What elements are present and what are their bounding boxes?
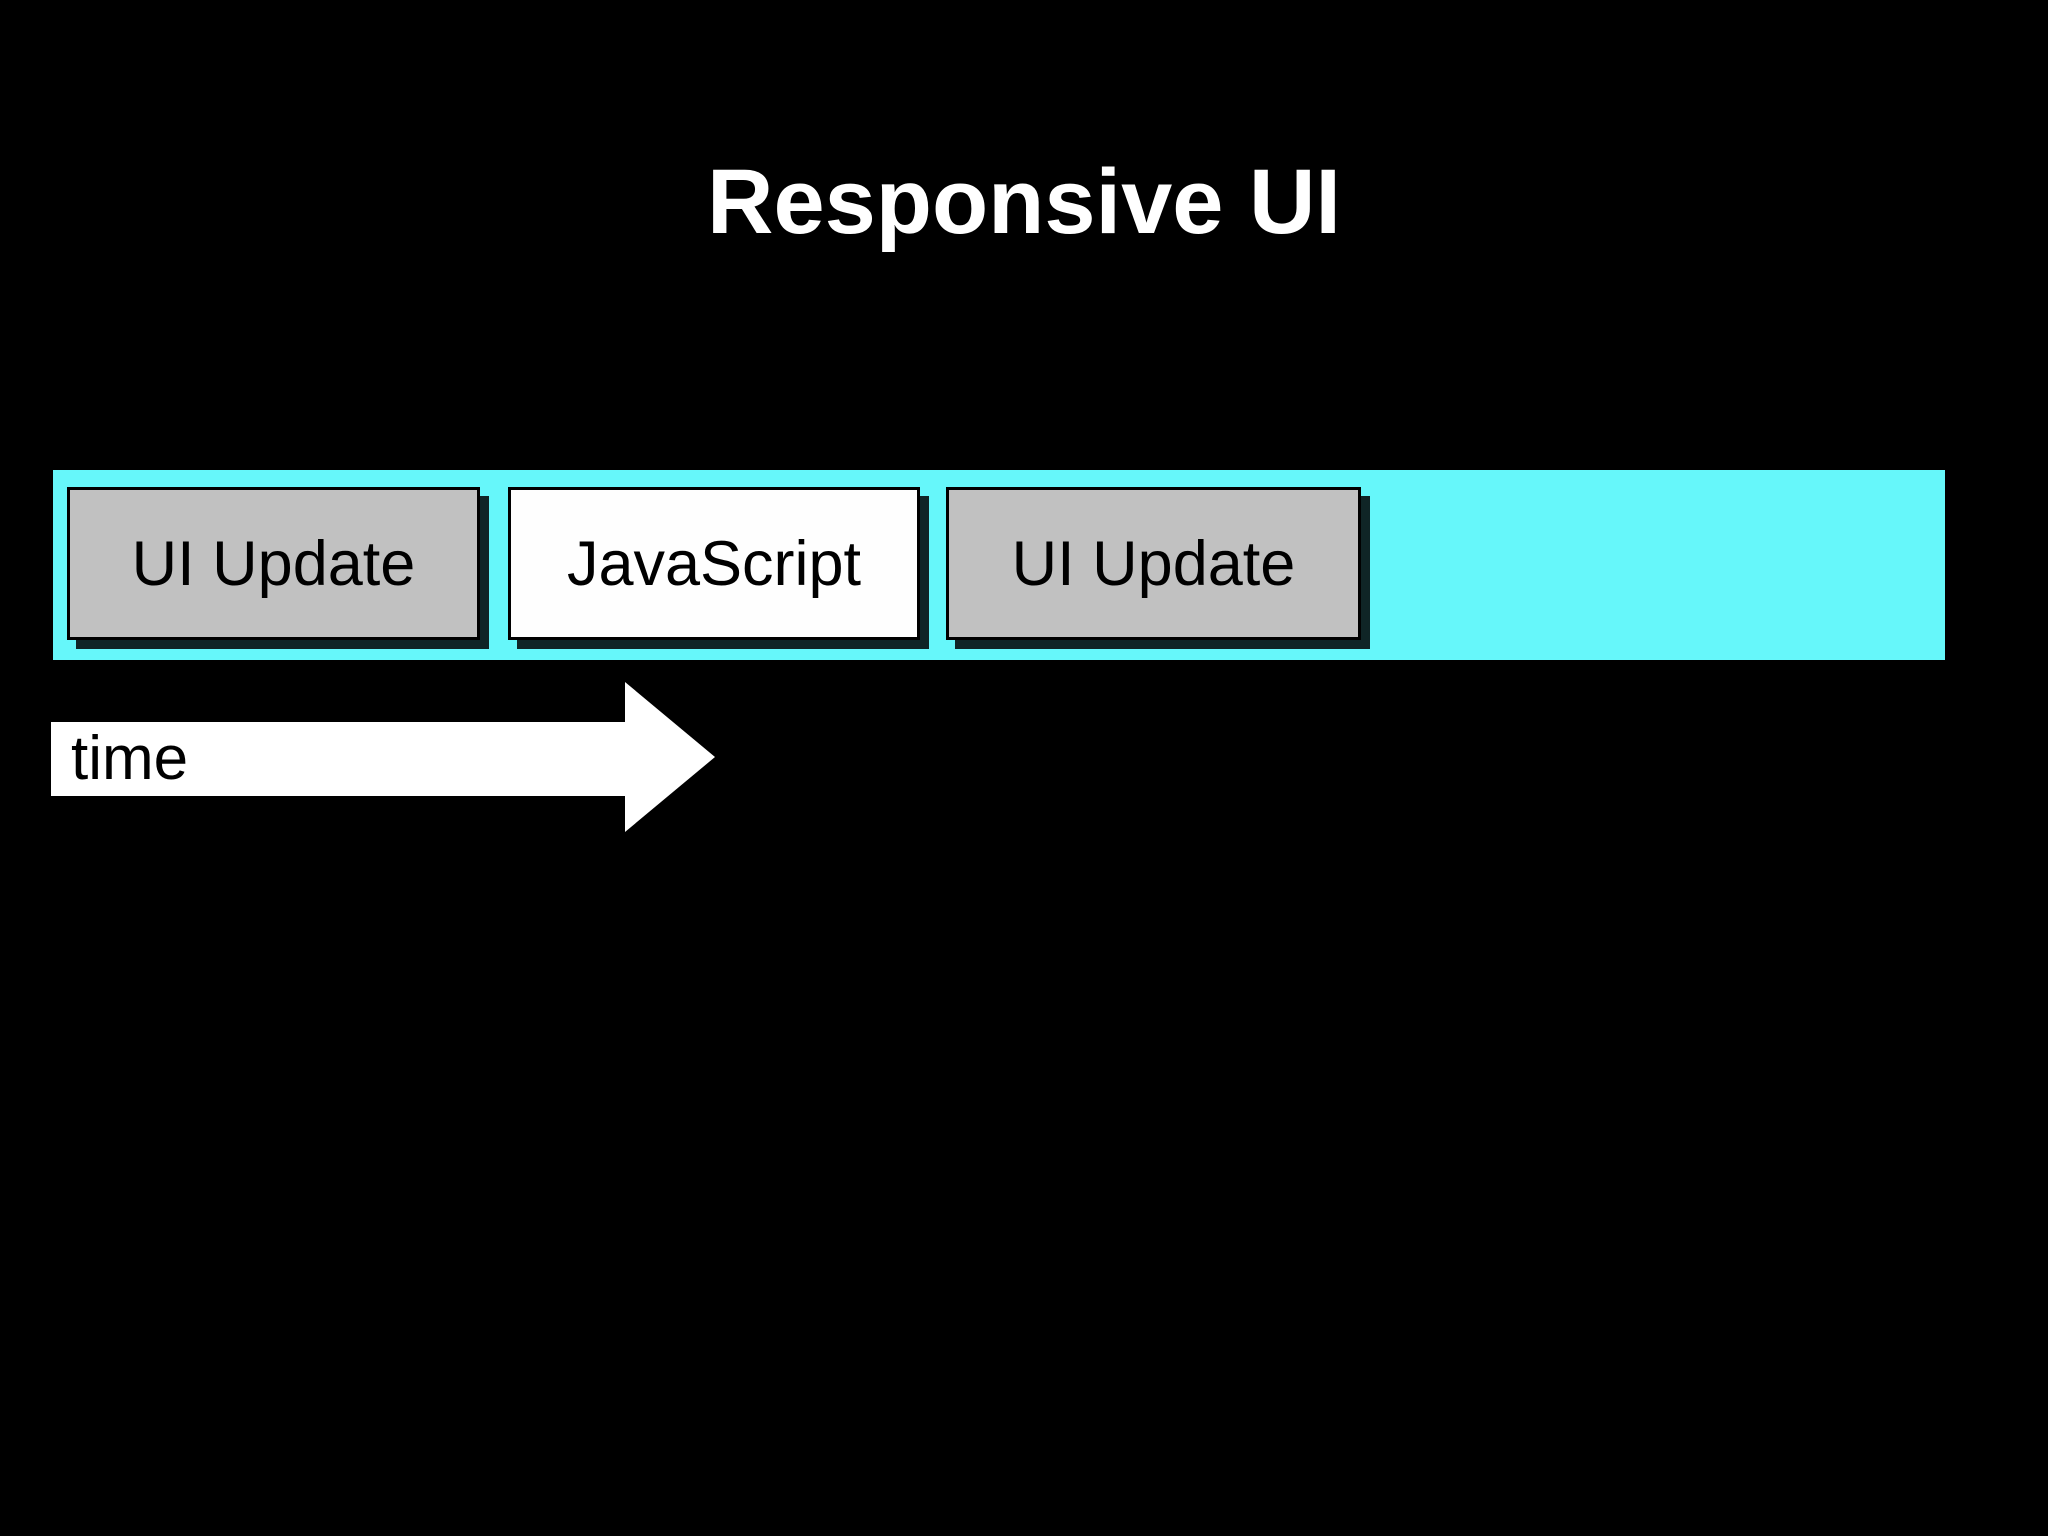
time-axis-label: time <box>71 724 189 793</box>
arrow-head-icon <box>625 682 715 832</box>
task-box-ui-update-1: UI Update <box>67 487 480 640</box>
task-box-ui-update-2: UI Update <box>946 487 1361 640</box>
task-box-label: UI Update <box>1011 528 1296 599</box>
timeline-bar: UI Update JavaScript UI Update <box>53 470 1945 660</box>
task-box-javascript: JavaScript <box>508 487 920 640</box>
time-arrow-shaft: time <box>51 722 625 796</box>
task-box-label: UI Update <box>131 528 416 599</box>
slide-title: Responsive UI <box>707 151 1341 253</box>
task-box-label: JavaScript <box>566 528 862 599</box>
